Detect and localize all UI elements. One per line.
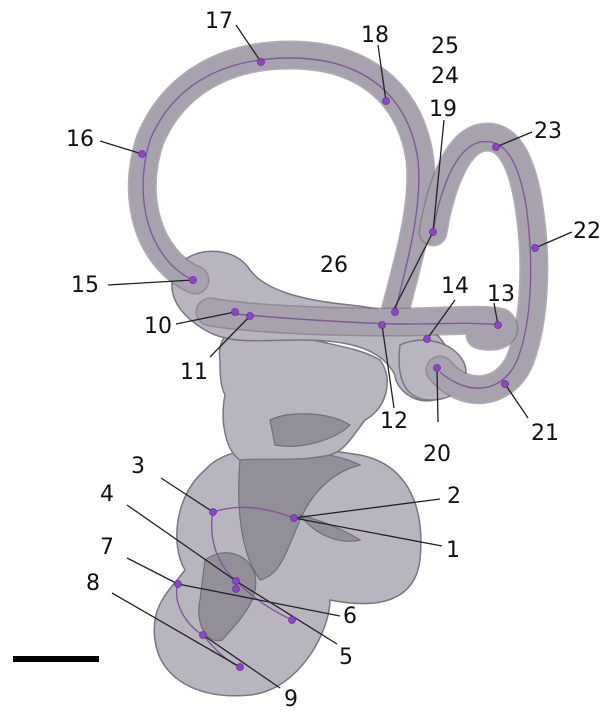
point-3 [210,509,217,516]
label-23: 23 [534,119,562,144]
point-11 [247,313,254,320]
label-13: 13 [487,282,515,307]
point-13 [495,322,502,329]
label-12: 12 [380,409,408,434]
label-20: 20 [423,442,451,467]
label-6: 6 [343,604,357,629]
label-21: 21 [531,421,559,446]
point-10 [232,309,239,316]
point-26-junction [392,309,399,316]
point-9 [237,664,244,671]
label-18: 18 [361,23,389,48]
point-7 [175,581,182,588]
point-17 [258,59,265,66]
point-18 [383,98,390,105]
point-22 [532,245,539,252]
label-16: 16 [66,127,94,152]
point-15 [190,277,197,284]
point-20 [434,365,441,372]
label-4: 4 [100,482,114,507]
point-14 [424,336,431,343]
point-21 [502,381,509,388]
label-19: 19 [429,97,457,122]
label-22: 22 [573,219,601,244]
label-14: 14 [441,274,469,299]
point-6 [233,586,240,593]
point-12 [379,322,386,329]
point-16 [139,151,146,158]
label-15: 15 [71,273,99,298]
label-9: 9 [284,687,298,712]
cochlea-shape [154,447,421,695]
label-25: 25 [431,34,459,59]
point-4 [233,578,240,585]
point-23 [493,144,500,151]
point-19-24-25 [430,229,437,236]
label-8: 8 [86,571,100,596]
label-26: 26 [320,253,348,278]
label-3: 3 [131,454,145,479]
label-24: 24 [431,64,459,89]
label-10: 10 [144,314,172,339]
label-1: 1 [446,538,460,563]
label-17: 17 [205,9,233,34]
point-5 [289,617,296,624]
scale-bar [13,656,99,662]
point-1-2 [291,515,298,522]
label-11: 11 [180,360,208,385]
point-8 [200,632,207,639]
label-5: 5 [339,645,353,670]
label-7: 7 [100,535,114,560]
label-2: 2 [447,484,461,509]
